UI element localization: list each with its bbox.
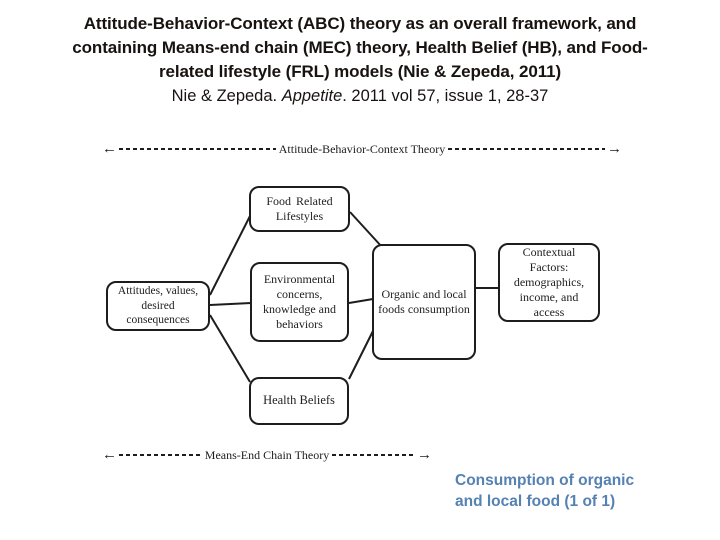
- box-health-beliefs: Health Beliefs: [249, 377, 349, 425]
- left-arrow-icon: ←: [102, 140, 117, 157]
- mec-theory-span-label: Means-End Chain Theory: [204, 447, 330, 462]
- right-arrow-icon: →: [607, 140, 622, 157]
- connector-environmental-organic: [348, 298, 374, 304]
- citation-journal: Appetite: [281, 87, 343, 105]
- dashed-line: [119, 148, 276, 150]
- connector-health-organic: [348, 330, 374, 380]
- right-arrow-icon: →: [417, 446, 433, 463]
- caption-line-2: and local food (1 of 1): [455, 493, 616, 510]
- abc-theory-span-label: Attitude-Behavior-Context Theory: [278, 141, 446, 156]
- box-attitudes-values: Attitudes, values, desired consequences: [106, 281, 210, 331]
- citation-line: Nie & Zepeda. Appetite. 2011 vol 57, iss…: [0, 84, 720, 108]
- box-food-related-lifestyles: Food Related Lifestyles: [249, 186, 350, 232]
- title-line-1: Attitude-Behavior-Context (ABC) theory a…: [83, 14, 637, 33]
- title-line-3: related lifestyle (FRL) models (Nie & Ze…: [158, 62, 562, 81]
- citation-authors: Nie & Zepeda.: [171, 87, 282, 105]
- slide-caption: Consumption of organic and local food (1…: [455, 470, 670, 512]
- abc-theory-span: ← Attitude-Behavior-Context Theory →: [102, 140, 622, 158]
- citation-details: . 2011 vol 57, issue 1, 28-37: [342, 87, 549, 105]
- dashed-line: [119, 454, 202, 456]
- box-organic-local-foods: Organic and local foods consumption: [372, 244, 476, 360]
- connector-food-organic: [349, 211, 383, 248]
- slide-title: Attitude-Behavior-Context (ABC) theory a…: [0, 12, 720, 108]
- connector-attitudes-environmental: [209, 302, 252, 306]
- connector-attitudes-health: [209, 314, 251, 383]
- dashed-line: [448, 148, 605, 150]
- title-line-2: containing Means-end chain (MEC) theory,…: [72, 38, 648, 57]
- caption-line-1: Consumption of organic: [455, 472, 635, 489]
- left-arrow-icon: ←: [102, 446, 117, 463]
- mec-theory-span: ← Means-End Chain Theory →: [102, 446, 432, 464]
- box-contextual-factors: Contextual Factors: demographics, income…: [498, 243, 600, 322]
- box-environmental-concerns: Environmental concerns, knowledge and be…: [250, 262, 349, 342]
- dashed-line: [332, 454, 416, 456]
- connector-attitudes-food: [209, 215, 251, 296]
